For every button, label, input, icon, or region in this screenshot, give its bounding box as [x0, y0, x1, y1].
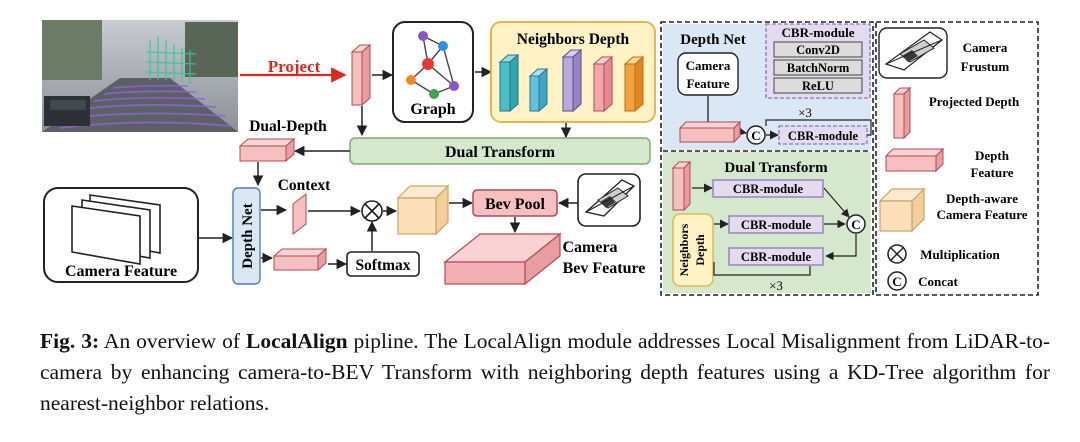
localalign-pipeline-diagram: Project Graph Neighbors Depth: [42, 20, 1039, 296]
neighbor-depth-prism: [561, 48, 583, 113]
graph-box: Graph: [392, 21, 474, 123]
depth-net-repeat: ×3: [798, 105, 812, 120]
bev-pool-label: Bev Pool: [485, 196, 546, 213]
multiplication-symbol: [361, 200, 383, 222]
svg-text:C: C: [851, 217, 860, 232]
panel-camera-feature-line2: Feature: [686, 76, 729, 91]
depth-feature-block: [272, 247, 328, 272]
graph-node: [429, 89, 439, 99]
svg-text:Neighbors: Neighbors: [677, 223, 691, 276]
neighbor-depth-prism: [623, 55, 645, 113]
context-label: Context: [278, 177, 331, 194]
legend-multiplication-icon: [887, 244, 907, 264]
depth-net-panel: Depth Net Camera Feature CBR-module Conv…: [663, 23, 872, 150]
dual-transform-repeat: ×3: [769, 278, 783, 293]
svg-text:Depth: Depth: [693, 234, 707, 266]
graph-label: Graph: [410, 101, 455, 118]
legend-depth-feature-icon: [884, 147, 945, 173]
neighbors-depth-box: Neighbors Depth: [490, 21, 656, 123]
svg-text:C: C: [892, 274, 901, 289]
camera-bev-feature-slab: [443, 232, 562, 286]
dual-transform-cbr-module: [712, 179, 824, 198]
projected-depth-block: [350, 43, 372, 107]
legend: Camera Frustum Projected Depth Depth Fea…: [875, 21, 1039, 296]
legend-projected-depth-icon: [892, 86, 912, 140]
legend-concat-icon: [887, 271, 907, 291]
dual-transform-label: Dual Transform: [445, 144, 556, 161]
depth-aware-feature-cube: [396, 184, 450, 236]
dual-transform-panel: Dual Transform CBR-module Neighbors Dept…: [663, 150, 871, 293]
panel-camera-feature-box: [677, 52, 739, 96]
graph-node: [449, 81, 459, 91]
svg-text:CBR-module: CBR-module: [741, 250, 812, 264]
dual-depth-label: Dual-Depth: [249, 118, 327, 135]
svg-text:CBR-module: CBR-module: [733, 182, 804, 196]
graph-node: [438, 41, 448, 51]
project-label: Project: [268, 57, 321, 76]
panel-depth-feature-block: [678, 120, 742, 144]
layer-batchnorm: BatchNorm: [787, 61, 850, 75]
dual-transform-panel-title: Dual Transform: [724, 160, 828, 176]
camera-bev-feature-label-line1: Camera: [562, 239, 617, 256]
legend-depth-feature-line2: Feature: [970, 165, 1013, 180]
dual-transform-bar: Dual Transform: [349, 137, 651, 165]
graph-node: [406, 75, 416, 85]
depth-net-label: Depth Net: [240, 203, 256, 268]
camera-bev-feature-label-line2: Bev Feature: [563, 260, 646, 277]
legend-depth-aware-line1: Depth-aware: [946, 191, 1018, 206]
softmax-box: Softmax: [346, 251, 420, 277]
camera-feature-label: Camera Feature: [65, 263, 177, 280]
depth-net-block: Depth Net: [232, 187, 261, 285]
neighbor-depth-prism: [498, 53, 520, 113]
svg-text:CBR-module: CBR-module: [788, 129, 859, 143]
bev-pool-box: Bev Pool: [472, 189, 558, 217]
layer-relu: ReLU: [802, 79, 834, 93]
camera-feature-box: Camera Feature: [43, 187, 199, 283]
legend-projected-depth: Projected Depth: [929, 94, 1020, 109]
graph-node: [422, 58, 434, 70]
depth-net-concat-symbol: [746, 125, 766, 145]
depth-net-panel-title: Depth Net: [680, 32, 745, 48]
legend-camera-frustum-line2: Frustum: [961, 59, 1010, 74]
svg-text:CBR-module: CBR-module: [741, 218, 812, 232]
svg-text:C: C: [751, 128, 760, 143]
legend-depth-feature-line1: Depth: [975, 148, 1010, 163]
dual-transform-cbr-module: [728, 215, 824, 234]
dual-transform-cbr-module: [728, 247, 824, 266]
graph-node: [418, 31, 428, 41]
panel-neighbors-depth-box: [672, 213, 714, 287]
legend-camera-frustum-line1: Camera: [963, 40, 1008, 55]
context-feature-block: [292, 192, 307, 236]
lidar-projected-street-image: [42, 20, 238, 132]
detail-panels-frame: [660, 21, 874, 296]
figure-caption: Fig. 3: An overview of LocalAlign piplin…: [40, 326, 1050, 419]
legend-concat: Concat: [918, 274, 958, 289]
dual-transform-concat-symbol: [846, 214, 866, 234]
softmax-label: Softmax: [355, 257, 410, 274]
legend-depth-aware-line2: Camera Feature: [936, 207, 1027, 222]
caption-post: pipline. The LocalAlign module addresses…: [40, 329, 1050, 415]
camera-frustum-box: [577, 173, 641, 227]
legend-multiplication: Multiplication: [920, 247, 1000, 262]
caption-pre: An overview of: [99, 329, 247, 353]
neighbors-depth-label: Neighbors Depth: [517, 31, 630, 48]
cbr-module-detail-title: CBR-module: [782, 25, 855, 40]
legend-camera-frustum-icon: [878, 27, 948, 79]
panel-projected-depth-block: [671, 160, 692, 212]
neighbor-depth-prism: [528, 67, 549, 113]
neighbor-depth-prism: [592, 55, 614, 113]
layer-conv2d: Conv2D: [796, 43, 840, 57]
panel-camera-feature-line1: Camera: [686, 58, 731, 73]
dual-depth-feature-block: [238, 137, 296, 163]
legend-depth-aware-icon: [878, 187, 926, 233]
caption-bold-name: LocalAlign: [246, 329, 348, 353]
caption-label: Fig. 3:: [40, 329, 100, 353]
